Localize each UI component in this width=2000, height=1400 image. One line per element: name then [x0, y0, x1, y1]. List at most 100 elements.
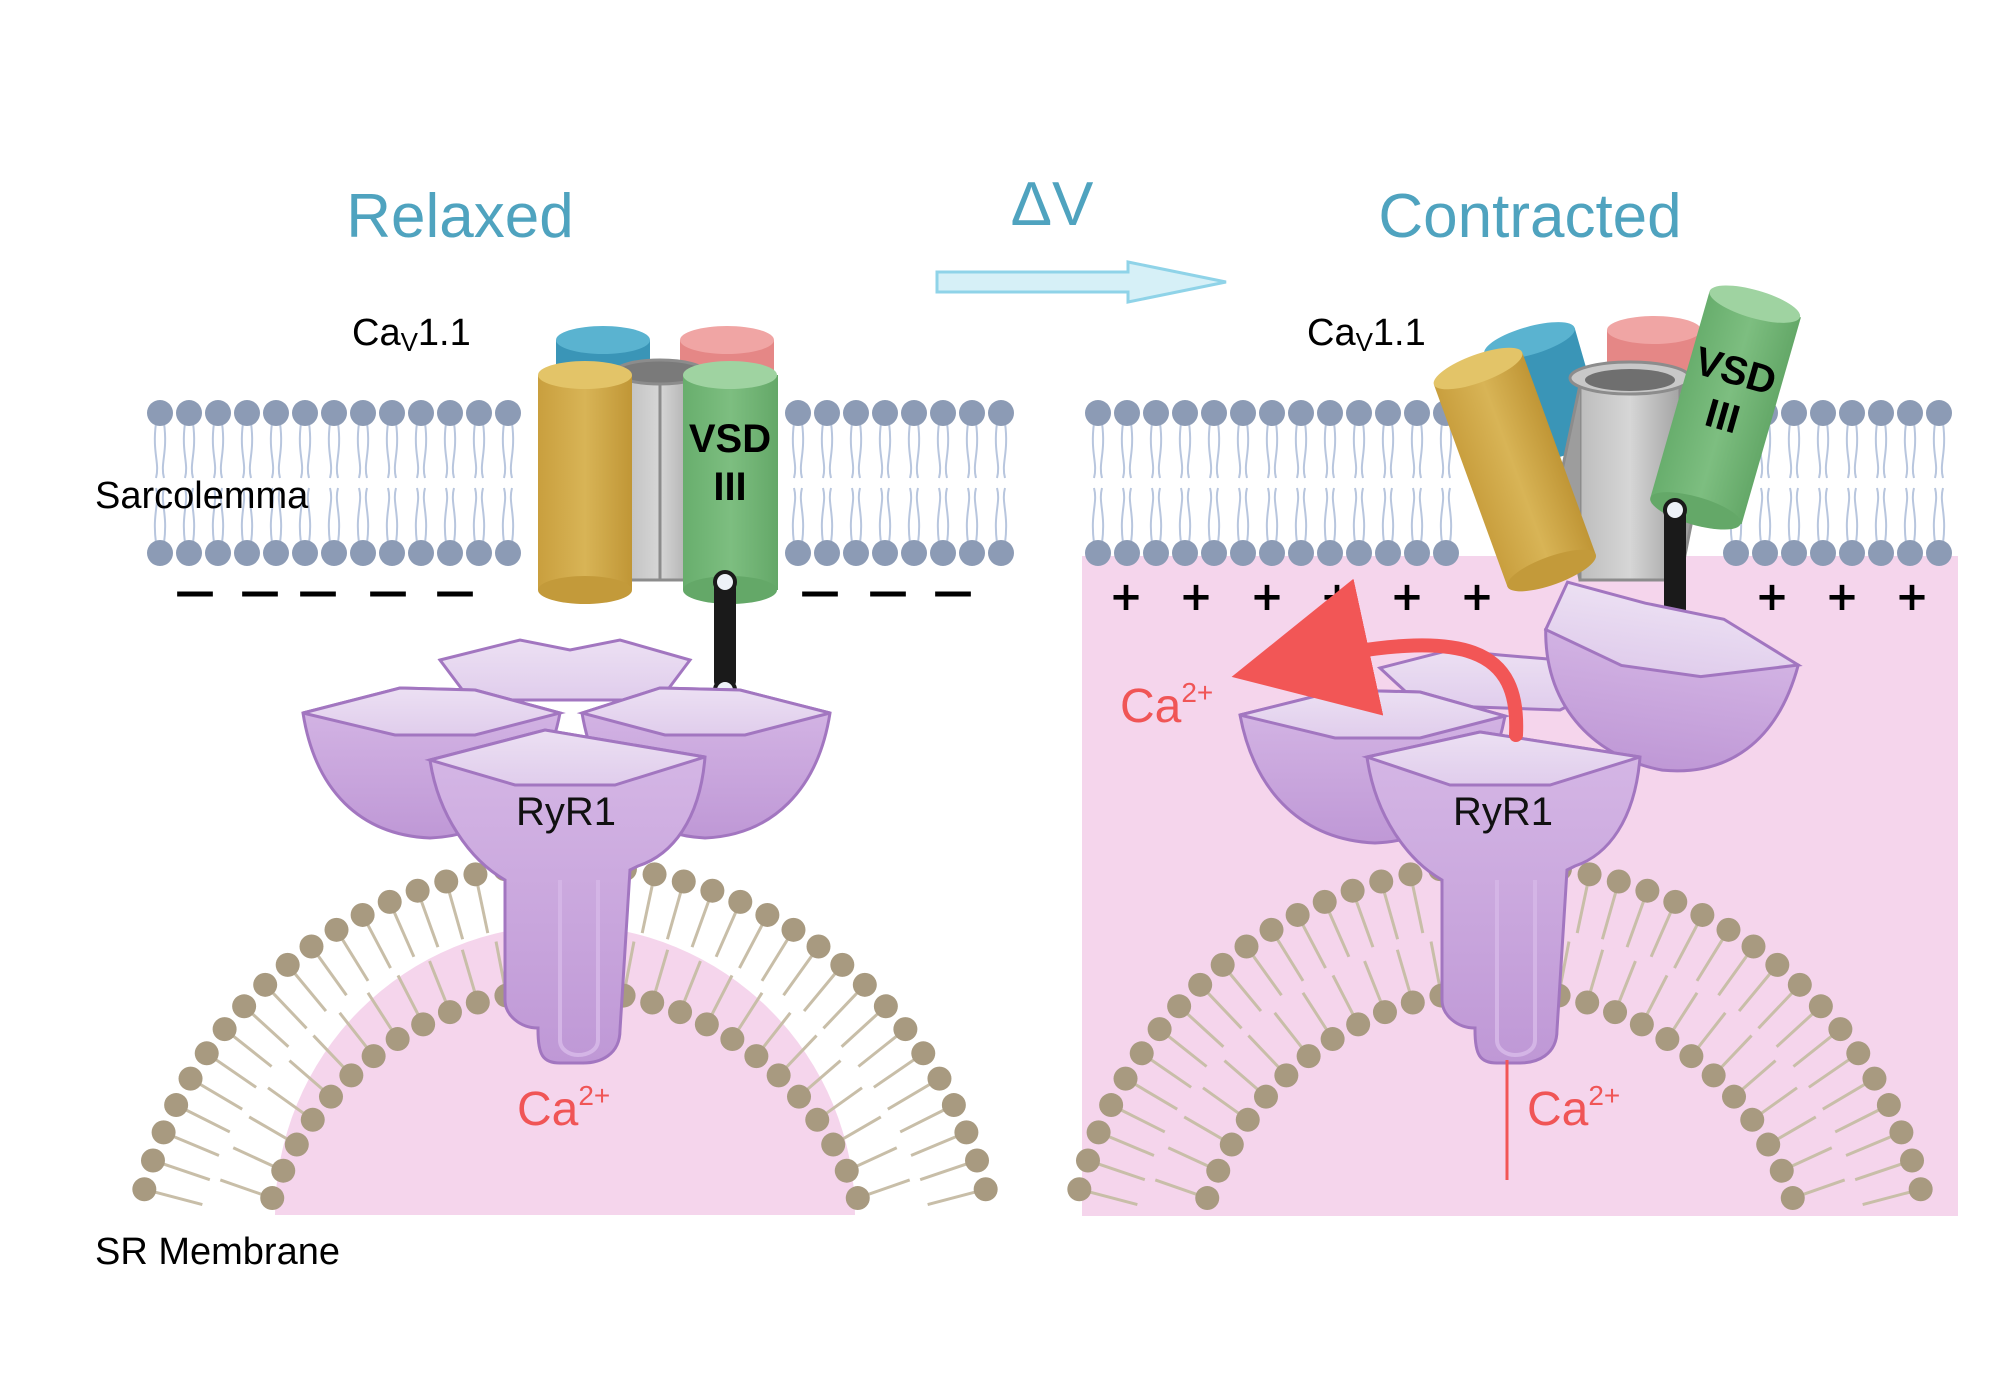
sr-lipid-head [720, 1027, 745, 1052]
lipid-tail [1816, 422, 1822, 479]
sr-lipid-head [671, 869, 696, 894]
lipid-tail [1940, 487, 1946, 544]
lipid-tail [1410, 422, 1416, 479]
lipid-tail [1766, 422, 1772, 479]
sr-lipid-head [1900, 1148, 1925, 1173]
lipid-tail [1244, 487, 1250, 544]
lipid-tail [211, 487, 217, 544]
sr-lipid-head [1147, 1017, 1172, 1042]
lipid-tail [1352, 422, 1358, 479]
sr-lipid-head [164, 1093, 189, 1118]
positive-charge: + [1825, 574, 1859, 620]
lipid-head [1259, 400, 1285, 426]
lipid-head [292, 540, 318, 566]
lipid-head [1230, 540, 1256, 566]
lipid-tail [422, 487, 428, 544]
lipid-tail [1845, 487, 1851, 544]
cav11-channel-right: VSD III [1433, 285, 1801, 592]
positive-charge: + [1755, 574, 1789, 620]
lipid-head [234, 400, 260, 426]
sr-lipid-head [350, 902, 375, 927]
lipid-tail [335, 422, 341, 479]
lipid-tail [886, 487, 892, 544]
lipid-tail [1418, 487, 1424, 544]
sr-lipid-head [132, 1177, 157, 1202]
lipid-tail [1853, 422, 1859, 479]
lipid-tail [1244, 422, 1250, 479]
lipid-head [379, 540, 405, 566]
vsd-label-left-line1: VSD [689, 417, 771, 461]
lipid-head [1752, 540, 1778, 566]
lipid-tail [509, 487, 515, 544]
calcium-label-left: Ca2+ [517, 1080, 610, 1136]
lipid-head [814, 540, 840, 566]
cav11-channel-left: VSD III [538, 326, 778, 604]
sr-lipid-head [465, 990, 490, 1015]
lipid-tail [1795, 422, 1801, 479]
lipid-tail [1787, 487, 1793, 544]
sr-lipid-head [1780, 1186, 1805, 1211]
lipid-head [1433, 540, 1459, 566]
lipid-tail [1265, 487, 1271, 544]
lipid-head [1404, 400, 1430, 426]
lipid-head [1346, 400, 1372, 426]
transition-arrow [935, 260, 1227, 304]
lipid-tail [1178, 487, 1184, 544]
lipid-head [959, 400, 985, 426]
lipid-tail [1302, 487, 1308, 544]
lipid-tail [1120, 487, 1126, 544]
lipid-tail [1091, 422, 1097, 479]
lipid-tail [1381, 487, 1387, 544]
lipid-tail [422, 422, 428, 479]
lipid-head [147, 540, 173, 566]
lipid-tail [799, 487, 805, 544]
lipid-tail [1294, 487, 1300, 544]
sr-lipid-head [1312, 889, 1337, 914]
sr-lipid-head [787, 1084, 812, 1109]
sr-lipid-head [300, 1107, 325, 1132]
lipid-tail [1882, 422, 1888, 479]
lipid-tail [1824, 487, 1830, 544]
lipid-tail [1099, 487, 1105, 544]
sr-membrane-label: SR Membrane [95, 1231, 340, 1273]
title-relaxed: Relaxed [346, 182, 573, 251]
sr-lipid-head [1398, 862, 1423, 887]
sr-lipid-head [821, 1132, 846, 1157]
lipid-tail [1874, 422, 1880, 479]
calcium-label-right: Ca2+ [1527, 1080, 1620, 1136]
sr-lipid-head [1655, 1027, 1680, 1052]
lipid-tail [857, 487, 863, 544]
lipid-head [785, 540, 811, 566]
sr-lipid-head [1603, 1000, 1628, 1025]
sr-lipid-head [1889, 1120, 1914, 1145]
negative-charge: — [933, 569, 973, 615]
lipid-tail [915, 422, 921, 479]
lipid-tail [451, 422, 457, 479]
sr-lipid-head [1575, 990, 1600, 1015]
lipid-head [263, 400, 289, 426]
sr-lipid-head [405, 878, 430, 903]
lipid-tail [414, 422, 420, 479]
sr-lipid-head [194, 1041, 219, 1066]
sr-lipid-head [1629, 1012, 1654, 1037]
negative-charges-left: ———————— [175, 569, 973, 615]
lipid-tail [1853, 487, 1859, 544]
sr-lipid-head [212, 1017, 237, 1042]
lipid-head [466, 400, 492, 426]
sr-lipid-head [694, 1012, 719, 1037]
lipid-tail [799, 422, 805, 479]
sr-lipid-head [1862, 1066, 1887, 1091]
lipid-tail [1331, 487, 1337, 544]
sr-lipid-head [178, 1066, 203, 1091]
lipid-tail [849, 422, 855, 479]
lipid-tail [1439, 422, 1445, 479]
lipid-head [988, 400, 1014, 426]
lipid-tail [1447, 487, 1453, 544]
sr-lipid-head [755, 902, 780, 927]
sr-lipid-head [1828, 1017, 1853, 1042]
lipid-tail [153, 487, 159, 544]
lipid-tail [1787, 422, 1793, 479]
sr-lipid-head [1219, 1132, 1244, 1157]
sr-lipid-head [1369, 869, 1394, 894]
